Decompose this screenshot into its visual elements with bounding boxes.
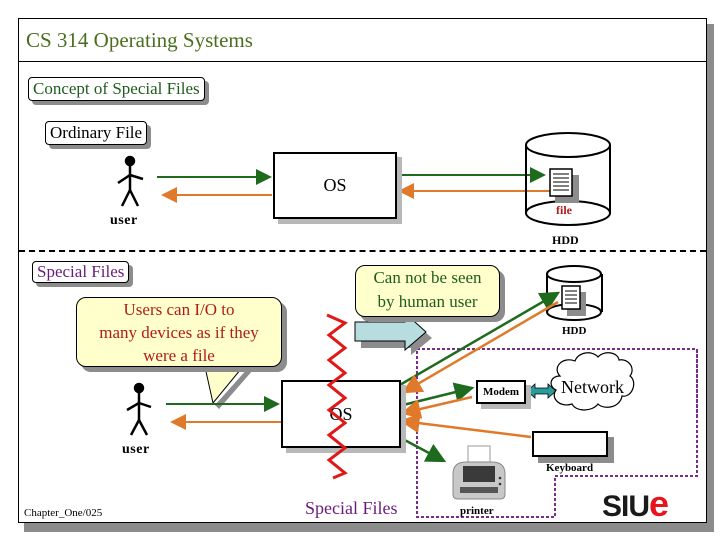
request-arrow [398,435,447,463]
os-box: OS [281,380,401,448]
device-group-border [416,348,698,518]
keyboard-label: Keyboard [546,462,594,474]
section-label: Concept of Special Files [28,77,205,101]
printer-label: printer [460,505,494,517]
callout-line: Users can I/O to [123,300,235,319]
modem-box: Modem [476,380,526,404]
file-label: file [556,203,572,217]
ordinary-file-label: Ordinary File [45,121,148,145]
callout-users-io: Users can I/O to many devices as if they… [76,297,282,367]
siue-logo: SIUe [602,483,669,525]
response-arrow [399,413,532,439]
document-icon [561,285,586,316]
response-arrow [400,395,473,419]
callout-line: by human user [377,292,478,311]
request-arrow [397,291,561,388]
logo-text: SIU [602,490,650,523]
os-box: OS [273,152,397,219]
block-arrow-icon [354,311,432,355]
document-icon [549,168,579,203]
title-divider [18,61,707,62]
user-label: user [122,442,150,457]
callout-line: many devices as if they [99,323,259,342]
logo-accent: e [649,483,669,524]
hdd-label: HDD [562,325,587,337]
special-files-group-label: Special Files [305,498,398,518]
stick-figure-icon [117,155,144,207]
slide-footer: Chapter_One/025 [24,507,103,519]
printer-icon [452,445,506,500]
network-label: Network [561,377,624,397]
callout-line: Can not be seen [373,268,482,287]
callout-hidden: Can not be seen by human user [355,265,500,317]
callout-line: were a file [143,346,215,365]
special-files-label: Special Files [32,261,130,283]
section-divider [19,250,706,252]
network-cloud-icon [550,352,635,411]
response-arrow [401,300,559,394]
zigzag-barrier [326,313,348,480]
keyboard-device [532,431,608,457]
disk-cylinder-icon [525,132,611,226]
hdd-label: HDD [552,233,579,247]
slide-title: CS 314 Operating Systems [26,28,253,52]
stick-figure-icon [126,382,152,436]
user-label: user [110,213,138,228]
